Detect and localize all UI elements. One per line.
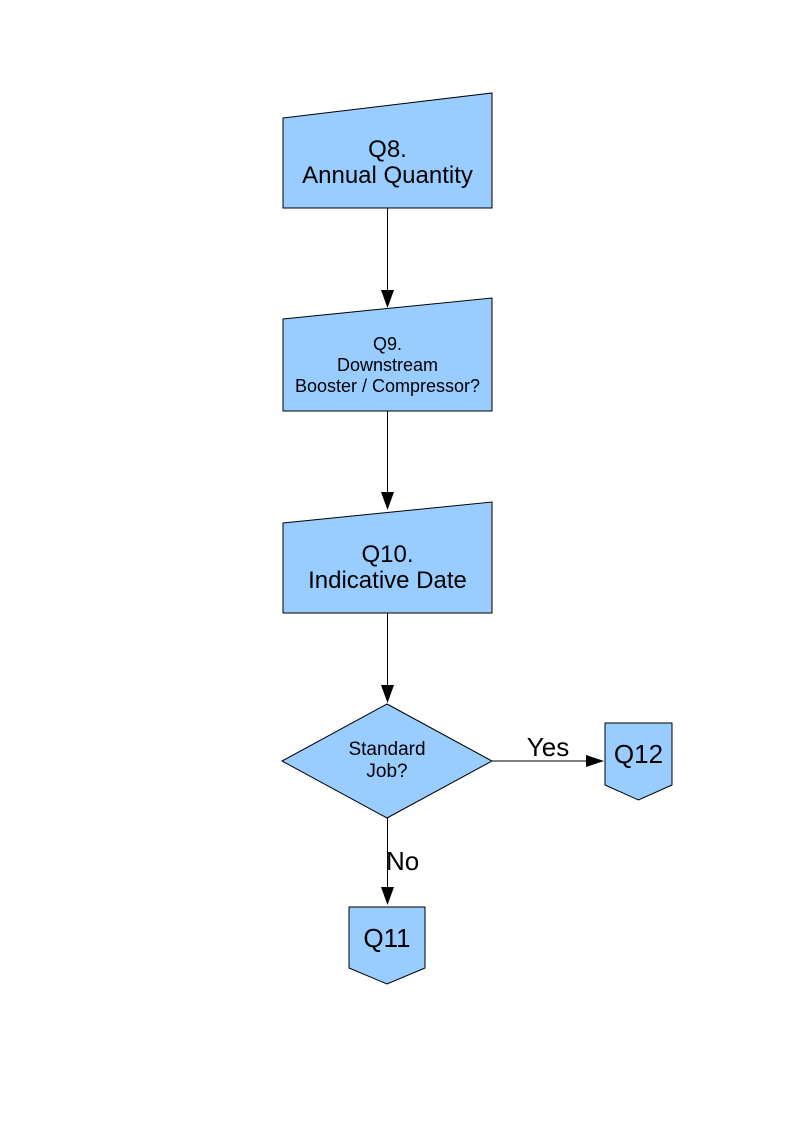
decision-shape (280, 703, 494, 819)
q9-shape (282, 297, 493, 412)
arrowhead-down-icon (381, 685, 394, 703)
q12-shape (604, 722, 673, 801)
arrowhead-down-icon (381, 887, 394, 905)
arrowhead-down-icon (381, 290, 394, 308)
q11-shape (348, 906, 426, 985)
q10-shape (282, 501, 493, 614)
arrowhead-down-icon (381, 492, 394, 510)
q8-shape (282, 92, 493, 209)
arrowhead-right-icon (586, 755, 604, 767)
